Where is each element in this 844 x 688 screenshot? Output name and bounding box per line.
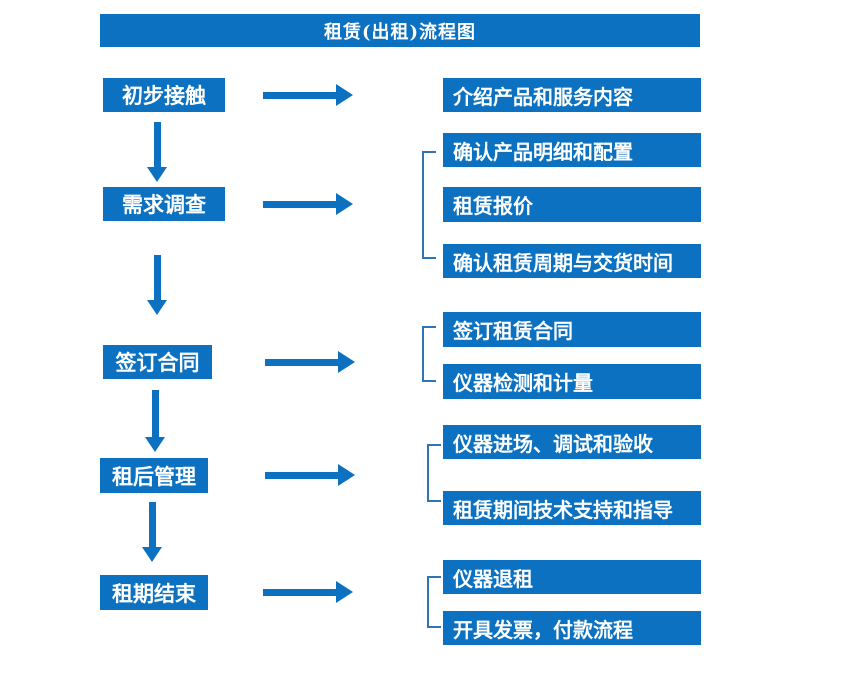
- detail-box-instrument-entry-debug-acceptance: 仪器进场、调试和验收: [443, 425, 701, 459]
- step-box-demand-survey: 需求调查: [103, 187, 225, 221]
- detail-box-confirm-rental-period-delivery: 确认租赁周期与交货时间: [443, 244, 701, 278]
- right-arrow-icon: [263, 581, 353, 603]
- group-bracket: [427, 444, 441, 502]
- right-arrow-icon: [265, 464, 355, 486]
- detail-box-rental-quote: 租赁报价: [443, 187, 701, 222]
- detail-box-instrument-inspection-metering: 仪器检测和计量: [443, 364, 701, 399]
- step-box-sign-contract: 签订合同: [103, 345, 212, 379]
- down-arrow-icon: [146, 122, 168, 182]
- detail-box-sign-rental-contract: 签订租赁合同: [443, 312, 701, 347]
- detail-box-instrument-return: 仪器退租: [443, 560, 701, 594]
- step-box-lease-end: 租期结束: [100, 575, 208, 610]
- right-arrow-icon: [265, 351, 355, 373]
- down-arrow-icon: [146, 255, 168, 315]
- group-bracket: [422, 326, 436, 382]
- detail-box-confirm-product-details-config: 确认产品明细和配置: [443, 133, 701, 167]
- detail-box-invoice-payment-process: 开具发票，付款流程: [443, 611, 701, 645]
- step-box-initial-contact: 初步接触: [103, 78, 225, 112]
- right-arrow-icon: [263, 193, 353, 215]
- group-bracket: [422, 151, 436, 259]
- right-arrow-icon: [263, 84, 353, 106]
- group-bracket: [427, 576, 441, 628]
- down-arrow-icon: [141, 502, 163, 562]
- down-arrow-icon: [144, 390, 166, 452]
- flowchart-title: 租赁(出租)流程图: [100, 14, 700, 47]
- step-box-post-rental-management: 租后管理: [100, 458, 208, 493]
- detail-box-introduce-products-services: 介绍产品和服务内容: [443, 78, 701, 112]
- detail-box-technical-support-guidance: 租赁期间技术支持和指导: [443, 491, 701, 525]
